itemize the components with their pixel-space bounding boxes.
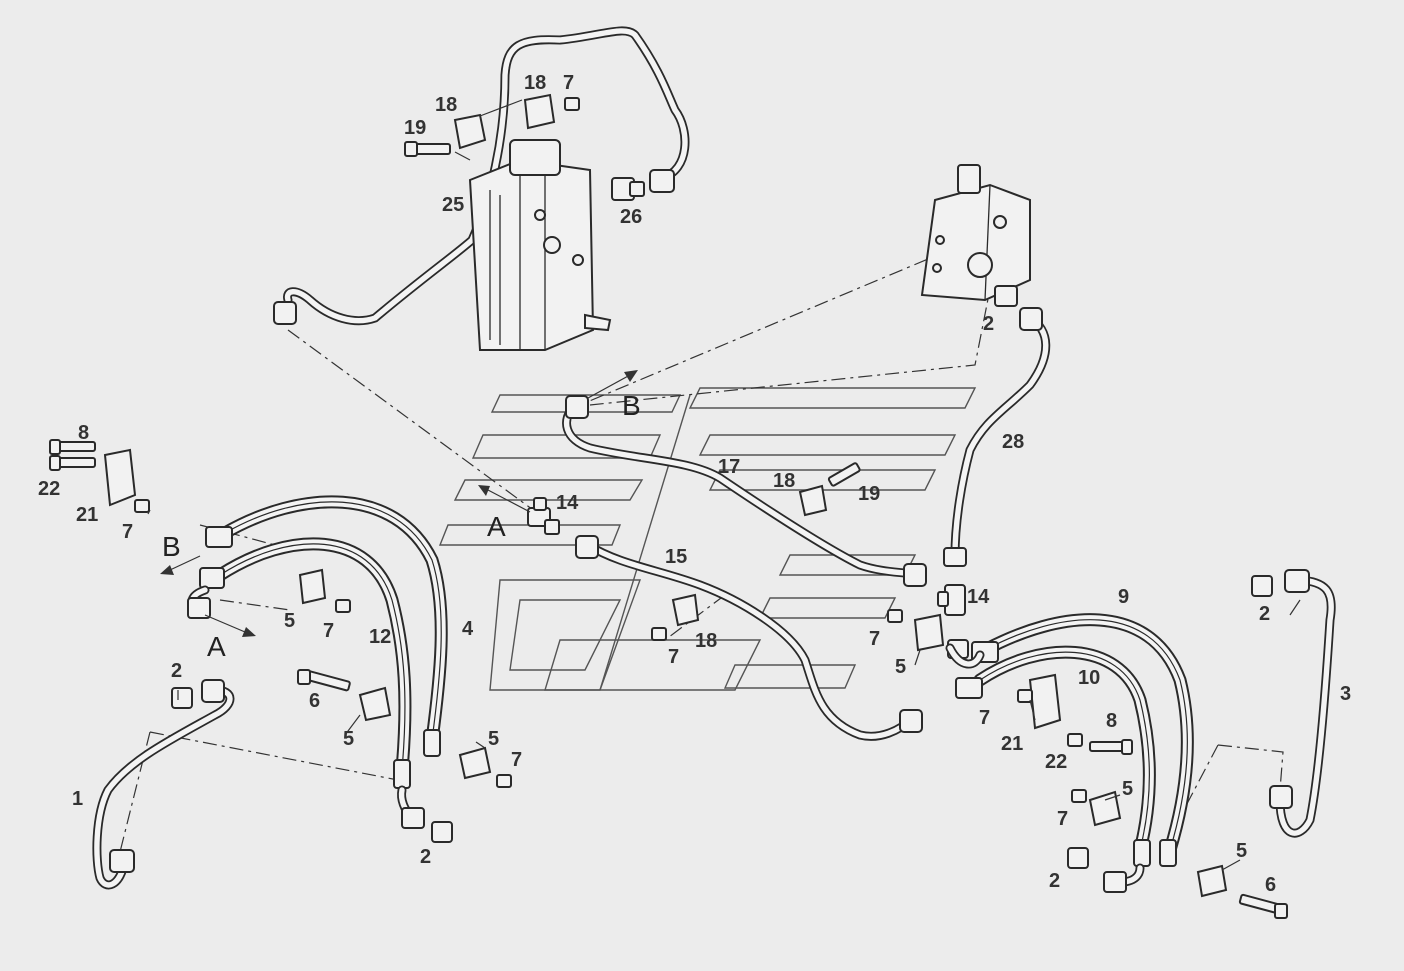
adapter-2-right-bottom	[1067, 847, 1089, 869]
callout-2: 2	[1049, 870, 1060, 892]
callout-5: 5	[284, 610, 295, 632]
callout-17: 17	[718, 456, 740, 478]
adapter-2-right-top	[1251, 575, 1273, 597]
callout-22: 22	[38, 478, 60, 500]
leader-lines	[147, 509, 1301, 871]
tube-17	[562, 395, 927, 587]
callout-7: 7	[979, 707, 990, 729]
callout-3: 3	[1340, 683, 1351, 705]
left-bracket-set	[49, 439, 150, 513]
callout-18: 18	[524, 72, 546, 94]
callout-22: 22	[1045, 751, 1067, 773]
callout-6: 6	[309, 690, 320, 712]
callout-21: 21	[1001, 733, 1023, 755]
hose-9	[971, 613, 1194, 867]
adapter-26	[611, 177, 645, 201]
callout-5: 5	[488, 728, 499, 750]
tube-15	[575, 535, 923, 741]
callout-10: 10	[1078, 667, 1100, 689]
callout-5: 5	[895, 656, 906, 678]
tube-3	[1269, 569, 1336, 838]
callout-8: 8	[78, 422, 89, 444]
callout-2: 2	[1259, 603, 1270, 625]
adapter-2-left-top	[171, 687, 193, 709]
middle-clamp-set	[651, 462, 861, 641]
callout-2: 2	[420, 846, 431, 868]
callout-7: 7	[122, 521, 133, 543]
tee-14-left	[527, 497, 560, 535]
direction-marker: A	[487, 511, 506, 542]
tee-14-right	[937, 584, 969, 659]
hose-10	[955, 645, 1156, 893]
tube-25	[273, 26, 690, 326]
callout-4: 4	[462, 618, 474, 640]
direction-arrows	[160, 370, 638, 637]
callout-7: 7	[323, 620, 334, 642]
callout-14: 14	[556, 492, 579, 514]
callout-18: 18	[773, 470, 795, 492]
valve-block	[920, 164, 1031, 307]
elbow-left-lower	[187, 585, 211, 619]
hose-4	[205, 495, 448, 757]
callout-8: 8	[1106, 710, 1117, 732]
watermark-logo	[438, 387, 977, 691]
callout-7: 7	[668, 646, 679, 668]
callout-1: 1	[72, 788, 83, 810]
elbow-right	[945, 643, 985, 669]
left-lower-clamps	[297, 568, 512, 788]
callout-5: 5	[343, 728, 354, 750]
callout-7: 7	[1057, 808, 1068, 830]
adapter-2-left-bottom	[431, 821, 453, 843]
callout-5: 5	[1236, 840, 1247, 862]
callout-9: 9	[1118, 586, 1129, 608]
callout-2: 2	[983, 313, 994, 335]
tube-1	[92, 679, 235, 890]
callout-7: 7	[869, 628, 880, 650]
callout-7: 7	[511, 749, 522, 771]
hose-12	[199, 537, 425, 829]
callout-14: 14	[967, 586, 990, 608]
direction-marker: B	[162, 531, 181, 562]
callout-15: 15	[665, 546, 687, 568]
callout-18: 18	[695, 630, 717, 652]
direction-marker: B	[622, 390, 641, 421]
callout-21: 21	[76, 504, 98, 526]
callout-12: 12	[369, 626, 391, 648]
callout-25: 25	[442, 194, 464, 216]
callout-19: 19	[404, 117, 426, 139]
control-valve	[468, 139, 612, 351]
callout-7: 7	[563, 72, 574, 94]
right-bracket-set	[887, 609, 1288, 919]
callout-28: 28	[1002, 431, 1024, 453]
tube-28	[943, 307, 1051, 567]
callout-26: 26	[620, 206, 642, 228]
top-clamp-set	[404, 93, 580, 161]
callout-19: 19	[858, 483, 880, 505]
callout-5: 5	[1122, 778, 1133, 800]
direction-marker: A	[207, 631, 226, 662]
callout-6: 6	[1265, 874, 1276, 896]
callout-18: 18	[435, 94, 457, 116]
callout-2: 2	[171, 660, 182, 682]
